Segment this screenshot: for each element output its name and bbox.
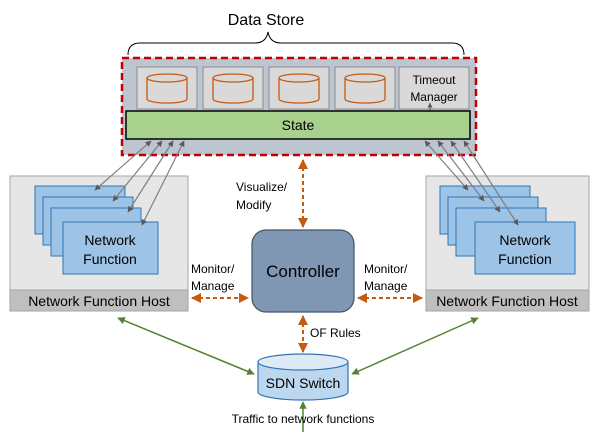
- timeout-manager: [398, 66, 470, 110]
- state-bar: [125, 110, 471, 140]
- right-host-label: Network Function Host: [436, 293, 578, 309]
- right-host-label-bar: [425, 289, 590, 312]
- timeout-manager-label-2: Manager: [410, 90, 457, 104]
- state-label: State: [282, 117, 315, 133]
- left-state-links: [94, 140, 185, 226]
- right-state-links: [424, 140, 519, 226]
- database-icon: [344, 73, 386, 104]
- left-nf-label-1: Network: [84, 232, 136, 248]
- right-nf-label-1: Network: [499, 232, 551, 248]
- left-host-label: Network Function Host: [28, 293, 170, 309]
- left-host-label-bar: [9, 289, 189, 312]
- left-nf-label-2: Function: [83, 251, 137, 267]
- data-store-brace: [127, 31, 465, 56]
- database-icon: [278, 73, 320, 104]
- left-host-switch-arrow: [117, 317, 255, 375]
- sdn-switch-label: SDN Switch: [266, 375, 341, 391]
- storage-slot: [202, 66, 264, 110]
- monitor-right-label-2: Manage: [364, 279, 408, 293]
- of-rules-label: OF Rules: [310, 326, 361, 340]
- controller-box: [251, 229, 355, 313]
- traffic-label: Traffic to network functions: [232, 412, 375, 426]
- data-store-title: Data Store: [228, 12, 305, 29]
- right-nf-label-2: Function: [498, 251, 552, 267]
- storage-slot: [268, 66, 330, 110]
- visualize-label-1: Visualize/: [236, 180, 288, 194]
- database-icon: [146, 73, 188, 104]
- monitor-left-label-2: Manage: [191, 279, 235, 293]
- storage-slot: [334, 66, 396, 110]
- controller-label: Controller: [266, 262, 340, 281]
- timeout-manager-label-1: Timeout: [413, 73, 457, 87]
- network-function-card: [474, 221, 576, 275]
- visualize-label-2: Modify: [236, 198, 271, 212]
- database-icon: [212, 73, 254, 104]
- monitor-left-label-1: Monitor/: [191, 262, 235, 276]
- sdn-switch: [257, 353, 349, 401]
- monitor-right-label-1: Monitor/: [364, 262, 408, 276]
- storage-slot: [136, 66, 198, 110]
- network-function-card: [62, 221, 159, 275]
- right-host-switch-arrow: [351, 317, 479, 375]
